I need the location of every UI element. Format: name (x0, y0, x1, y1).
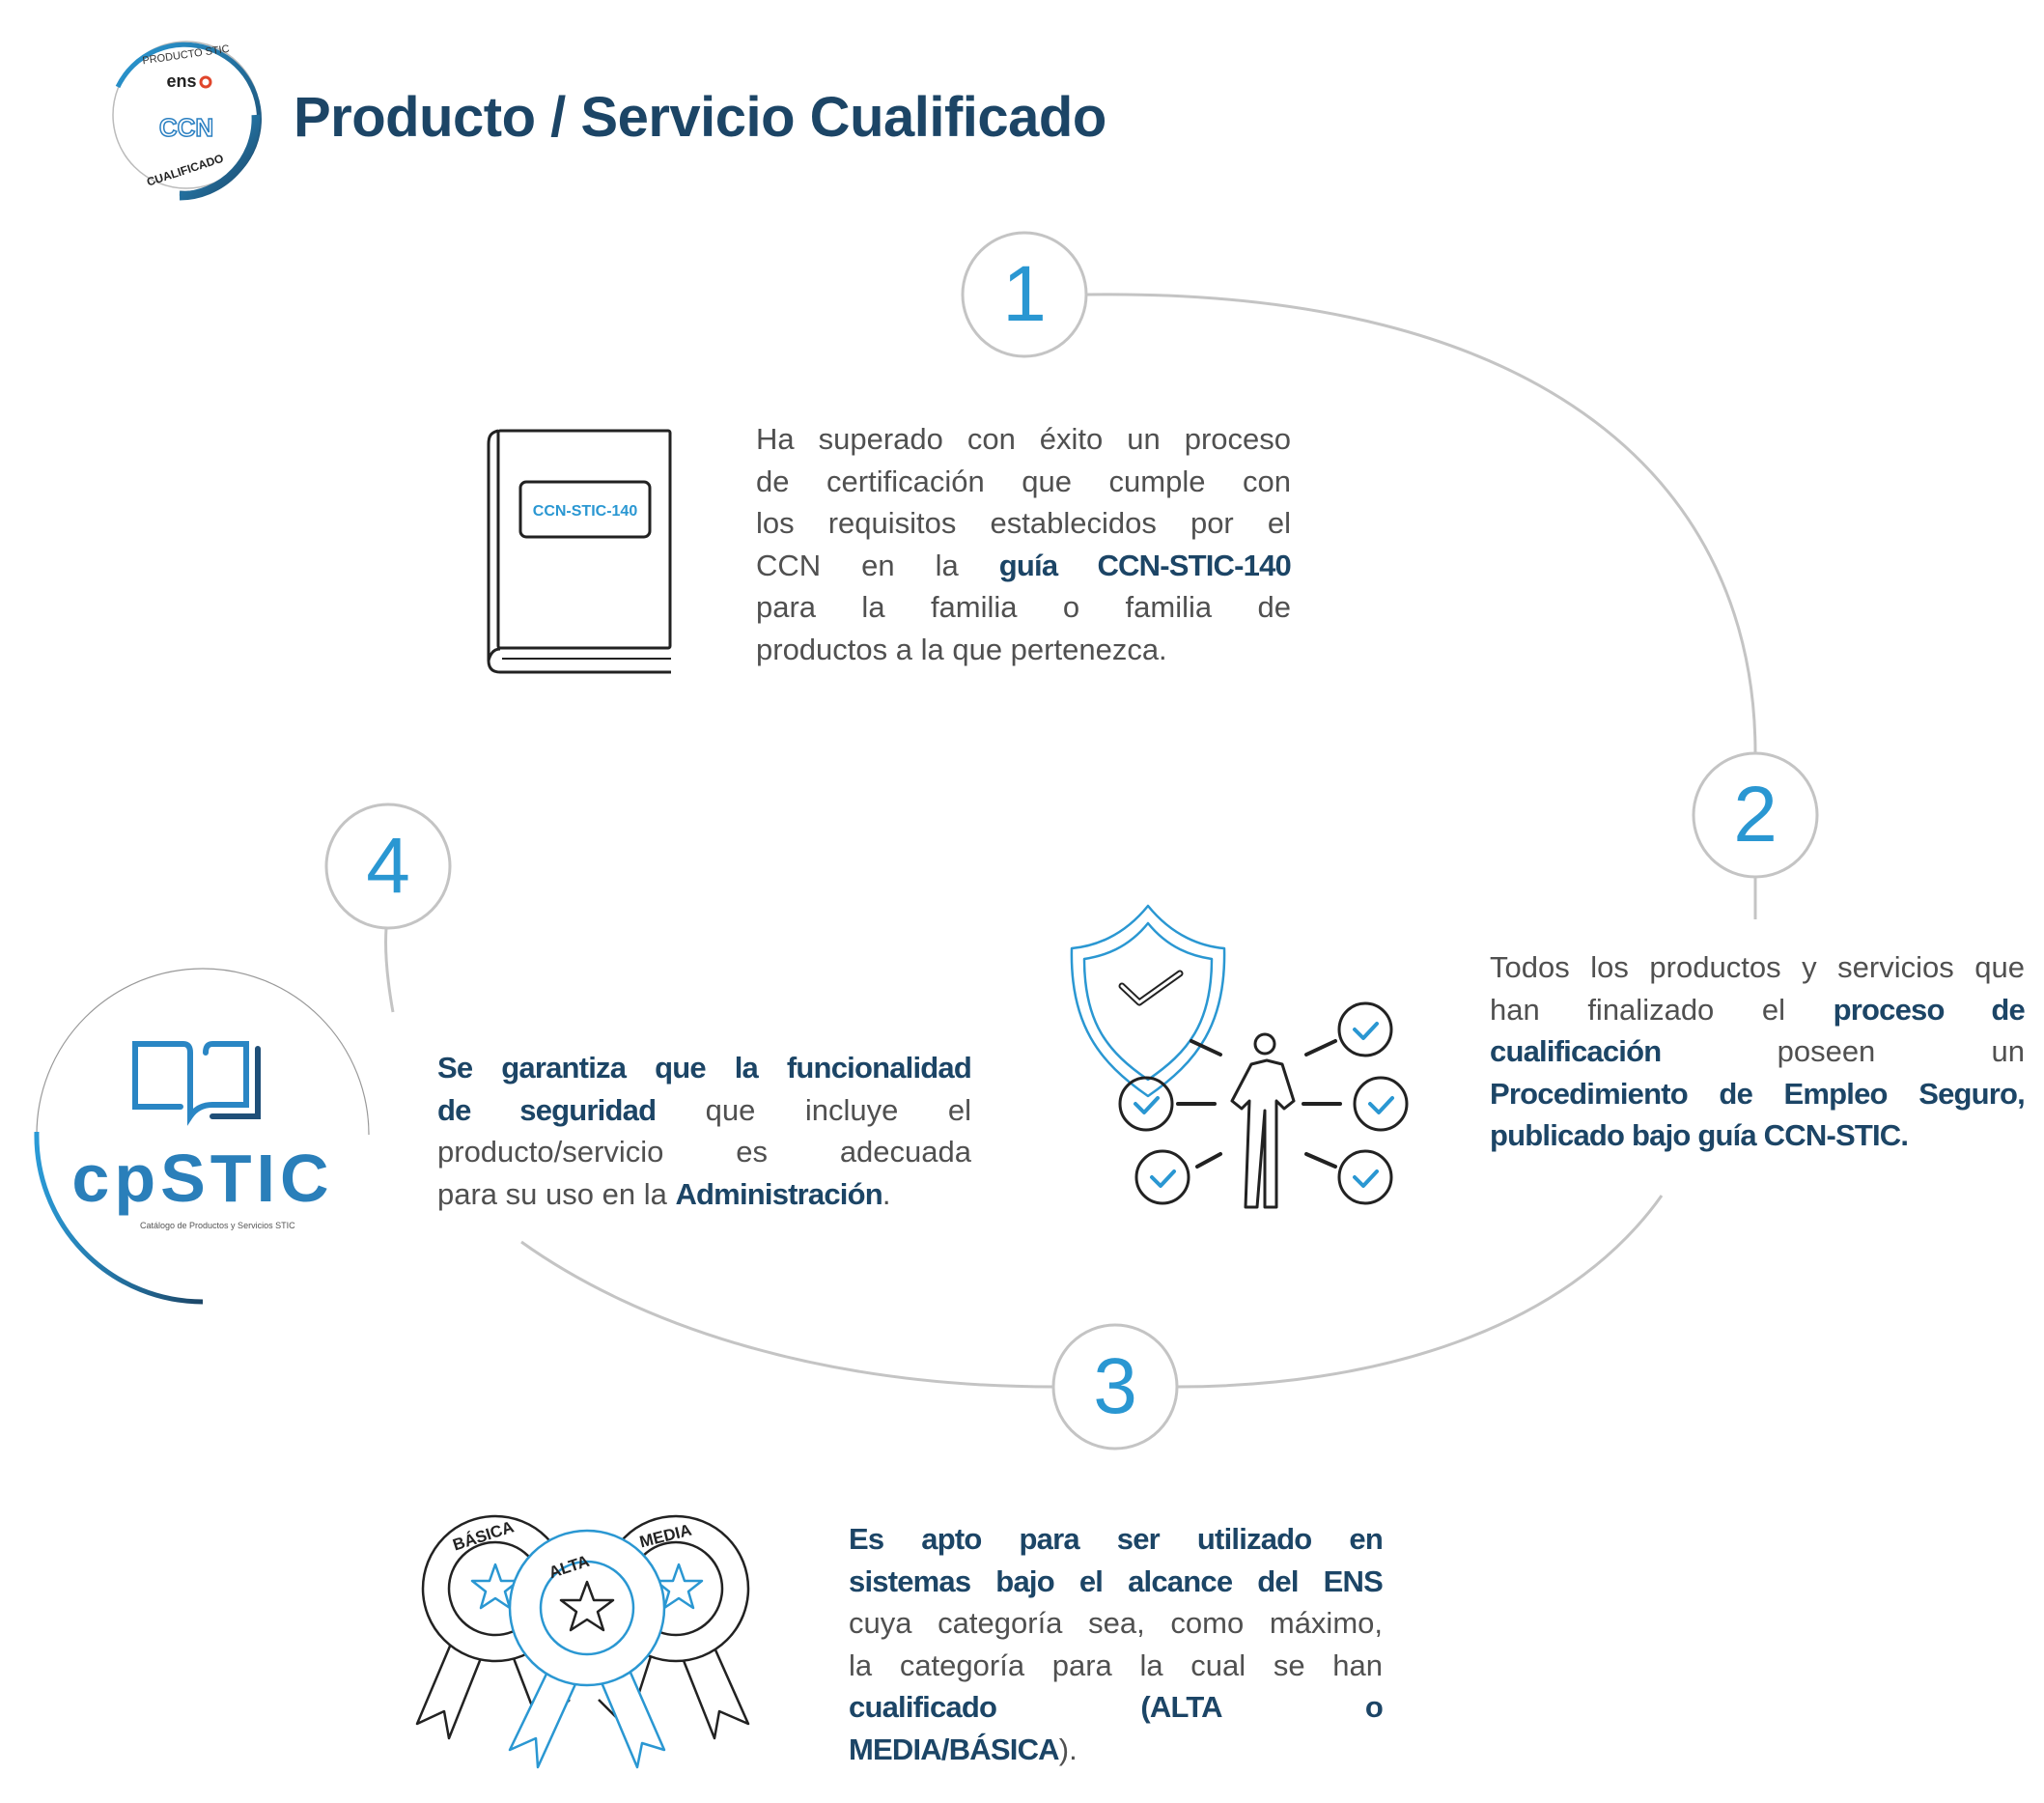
text-segment: guía CCN-STIC-140 (998, 548, 1292, 582)
text-segment: cuya categoría sea, como máximo, (849, 1606, 1383, 1640)
text-line: Se garantiza que la funcionalidad (437, 1047, 972, 1089)
text-line: los requisitos establecidos por el (756, 502, 1291, 545)
step-number-2: 2 (1733, 771, 1778, 859)
text-segment: cualificado (ALTA o (849, 1690, 1384, 1724)
text-segment: MEDIA/BÁSICA (849, 1732, 1060, 1766)
text-segment: producto/servicio es adecuada (437, 1135, 971, 1169)
connector-2-3 (1176, 1195, 1664, 1389)
page-title: Producto / Servicio Cualificado (294, 86, 1106, 149)
text-segment: la categoría para la cual se han (849, 1648, 1383, 1682)
text-segment: proceso de (1833, 992, 2026, 1027)
text-segment: . (882, 1176, 891, 1211)
text-line: Es apto para ser utilizado en (849, 1518, 1384, 1561)
step-number-4: 4 (366, 822, 410, 910)
text-line: cuya categoría sea, como máximo, (849, 1602, 1383, 1645)
text-segment: Procedimiento de Empleo Seguro, (1490, 1076, 2026, 1111)
text-segment: han finalizado el (1490, 992, 1834, 1027)
step-circle-2 (1692, 751, 1819, 879)
text-segment: Todos los productos y servicios que (1490, 950, 2025, 984)
connector-3-4 (520, 1240, 1054, 1389)
step-circle-1 (961, 231, 1088, 358)
ens-logo-text: ens (166, 71, 196, 91)
security-person-icon (1070, 904, 1409, 1209)
text-line: publicado bajo guía CCN-STIC. (1490, 1114, 2025, 1157)
text-line: producto/servicio es adecuada (437, 1131, 971, 1173)
text-segment: CCN en la (756, 548, 999, 582)
guide-book-icon: CCN-STIC-140 (487, 429, 672, 674)
ccn-logo-text: CCN (159, 113, 213, 142)
text-segment: para su uso en la (437, 1176, 676, 1211)
text-line: Procedimiento de Empleo Seguro, (1490, 1073, 2026, 1115)
text-line: sistemas bajo el alcance del ENS (849, 1561, 1384, 1603)
step2-description: Todos los productos y servicios que han … (1490, 946, 2026, 1157)
book-label: CCN-STIC-140 (533, 503, 638, 520)
category-medals-icon (415, 1514, 750, 1769)
text-segment: poseen un (1661, 1034, 2025, 1068)
text-line: para la familia o familia de (756, 586, 1291, 629)
text-segment: Administración (675, 1176, 882, 1211)
text-segment: publicado bajo guía CCN-STIC. (1490, 1118, 1909, 1152)
cpstic-logo (34, 968, 370, 1305)
text-line: Ha superado con éxito un proceso (756, 418, 1291, 461)
step4-description: Se garantiza que la funcionalidad de seg… (437, 1047, 972, 1216)
text-segment: que incluye el (656, 1092, 971, 1127)
text-segment: Es apto para ser utilizado en (849, 1522, 1384, 1556)
text-line: productos a la que pertenezca. (756, 629, 1291, 671)
text-line: de seguridad que incluye el (437, 1089, 971, 1132)
text-segment: de seguridad (437, 1092, 657, 1127)
text-line: de certificación que cumple con (756, 461, 1291, 503)
cualificado-badge-icon: PRODUCTO STIC ens CCN CUALIFICADO (112, 41, 262, 201)
text-line: CCN en la guía CCN-STIC-140 (756, 545, 1292, 587)
text-line: Todos los productos y servicios que (1490, 946, 2025, 989)
connector-1-2 (1085, 293, 1757, 754)
text-line: cualificación poseen un (1490, 1030, 2025, 1073)
step-number-3: 3 (1093, 1342, 1137, 1430)
text-segment: cualificación (1490, 1034, 1662, 1068)
text-line: cualificado (ALTA o (849, 1686, 1384, 1729)
text-segment: para la familia o familia de (756, 590, 1291, 624)
text-line: MEDIA/BÁSICA). (849, 1729, 1383, 1771)
text-line: para su uso en la Administración. (437, 1173, 971, 1216)
step-circle-3 (1051, 1323, 1179, 1451)
cpstic-logo-subtitle: Catálogo de Productos y Servicios STIC (140, 1221, 295, 1230)
text-segment: sistemas bajo el alcance del ENS (849, 1564, 1384, 1598)
text-segment: productos a la que pertenezca. (756, 632, 1167, 666)
text-segment: de certificación que cumple con (756, 464, 1291, 498)
text-segment: Se garantiza que la funcionalidad (437, 1051, 972, 1085)
text-line: la categoría para la cual se han (849, 1645, 1383, 1687)
text-segment: los requisitos establecidos por el (756, 506, 1291, 540)
text-segment: ). (1058, 1732, 1078, 1766)
step-number-1: 1 (1002, 250, 1047, 338)
text-segment: Ha superado con éxito un proceso (756, 422, 1291, 456)
text-line: han finalizado el proceso de (1490, 989, 2026, 1031)
step3-description: Es apto para ser utilizado en sistemas b… (849, 1518, 1384, 1771)
step1-description: Ha superado con éxito un proceso de cert… (756, 418, 1292, 671)
cpstic-logo-text: cpSTIC (71, 1141, 334, 1216)
step-circle-4 (324, 803, 452, 930)
connector-4-tail (383, 927, 395, 1013)
